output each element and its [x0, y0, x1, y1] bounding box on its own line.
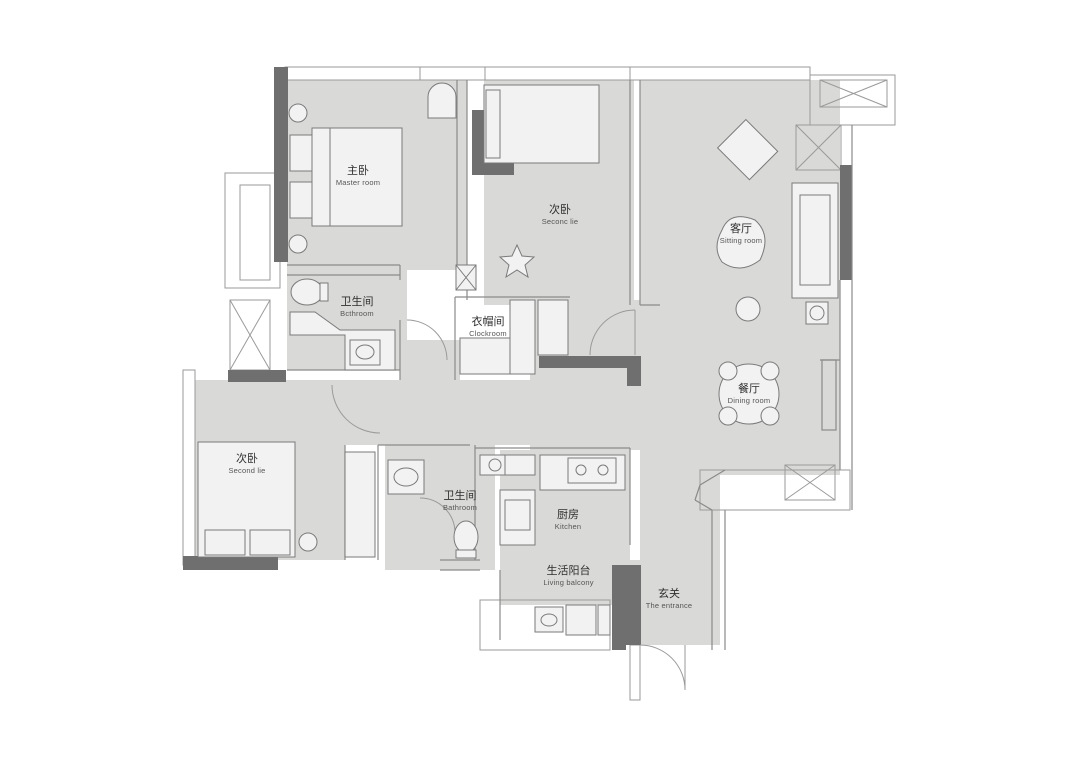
- bathroom-north-zh: 卫生间: [340, 295, 374, 308]
- label-entrance: 玄关 The entrance: [633, 587, 705, 610]
- label-living-room: 客厅 Sitting room: [706, 222, 776, 245]
- partitions: [287, 80, 853, 650]
- second-bedroom-north-zh: 次卧: [549, 203, 571, 216]
- master-bedroom-zh: 主卧: [347, 164, 369, 177]
- second-bedroom-south-zh: 次卧: [236, 452, 258, 465]
- cloakroom-zh: 衣帽间: [471, 315, 505, 328]
- label-kitchen: 厨房 Kitchen: [533, 508, 603, 531]
- label-bathroom-north: 卫生间 Bcthroom: [322, 295, 392, 318]
- furniture: [197, 82, 839, 636]
- dining-room-zh: 餐厅: [738, 382, 760, 395]
- master-bedroom-en: Master room: [335, 177, 381, 187]
- bathroom-north-en: Bcthroom: [340, 308, 374, 318]
- label-second-bedroom-north: 次卧 Seconc lie: [525, 203, 595, 226]
- bathroom-south-en: Bathroom: [442, 502, 478, 512]
- label-cloakroom: 衣帽间 Clockroom: [453, 315, 523, 338]
- bathroom-south-zh: 卫生间: [443, 489, 477, 502]
- label-bathroom-south: 卫生间 Bathroom: [425, 489, 495, 512]
- kitchen-zh: 厨房: [557, 508, 579, 521]
- living-room-en: Sitting room: [719, 235, 763, 245]
- label-master-bedroom: 主卧 Master room: [323, 164, 393, 187]
- label-dining-room: 餐厅 Dining room: [714, 382, 784, 405]
- living-balcony-zh: 生活阳台: [546, 564, 591, 577]
- living-balcony-en: Living balcony: [543, 577, 594, 587]
- cloakroom-en: Clockroom: [469, 328, 507, 338]
- entrance-en: The entrance: [645, 600, 693, 610]
- kitchen-en: Kitchen: [554, 521, 582, 531]
- second-bedroom-north-en: Seconc lie: [541, 216, 579, 226]
- door-swings: [331, 309, 686, 691]
- floor-area: [195, 80, 840, 645]
- second-bedroom-south-en: Second lie: [228, 465, 266, 475]
- living-room-zh: 客厅: [730, 222, 752, 235]
- label-living-balcony: 生活阳台 Living balcony: [531, 564, 606, 587]
- entrance-zh: 玄关: [658, 587, 680, 600]
- dining-room-en: Dining room: [727, 395, 771, 405]
- label-second-bedroom-south: 次卧 Second lie: [212, 452, 282, 475]
- walls: [183, 67, 852, 650]
